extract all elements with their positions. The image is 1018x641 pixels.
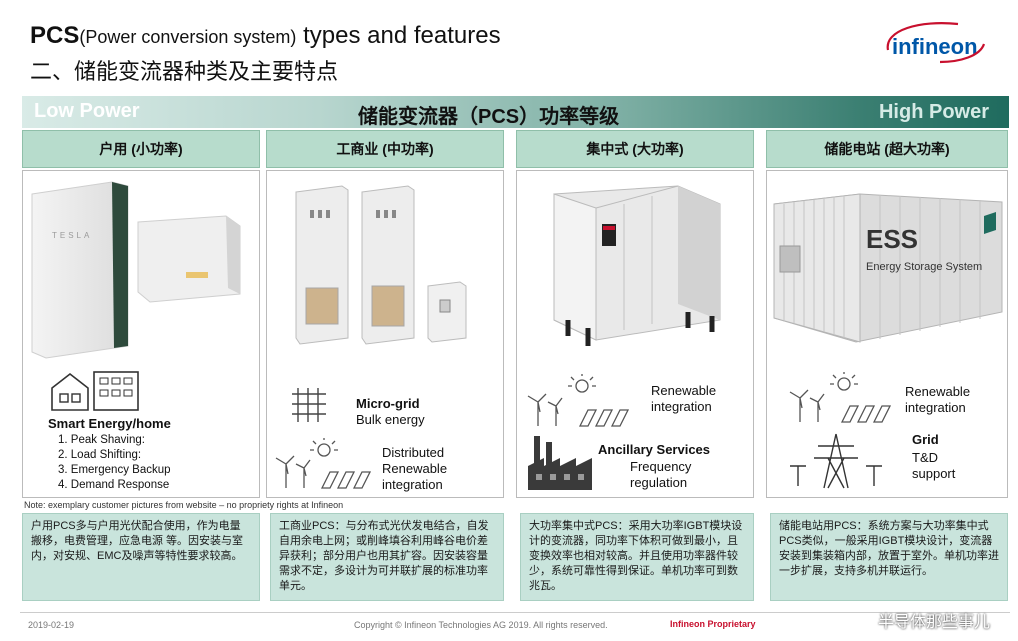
pylon-icon — [790, 433, 882, 489]
commercial-cabinet-image — [295, 185, 467, 345]
power-level-title: 储能变流器（PCS）功率等级 — [358, 106, 620, 128]
footer-divider — [20, 612, 1010, 613]
residential-battery-image: TESLA — [31, 181, 241, 359]
column-header-station: 储能电站 (超大功率) — [766, 130, 1008, 168]
watermark-text: 半导体那些事儿 — [878, 614, 991, 631]
infineon-logo: infineon — [886, 22, 986, 64]
column-header-centralized: 集中式 (大功率) — [516, 130, 754, 168]
title-paren: (Power conversion system) — [79, 27, 297, 47]
title-rest: types and features — [296, 22, 501, 49]
ess-subtitle: Energy Storage System — [866, 261, 982, 273]
column-header-residential: 户用 (小功率) — [22, 130, 260, 168]
tesla-logo-text: TESLA — [52, 231, 92, 240]
house-building-icon — [51, 371, 139, 411]
list-item: 4. Demand Response — [58, 479, 170, 491]
renewable-icon — [789, 372, 892, 423]
list-item: 3. Emergency Backup — [58, 464, 171, 476]
smart-energy-title: Smart Energy/home — [48, 416, 171, 431]
slide-subtitle-zh: 二、储能变流器种类及主要特点 — [30, 59, 339, 84]
microgrid-title: Micro-grid — [356, 396, 420, 411]
list-item: 1. Peak Shaving: — [58, 434, 145, 446]
ess-title: ESS — [866, 224, 918, 254]
power-level-bar: Low Power 储能变流器（PCS）功率等级 High Power — [22, 96, 1009, 128]
microgrid-sub: Bulk energy — [356, 412, 425, 427]
renewable-integration-label: Renewable integration — [905, 384, 971, 415]
footer-proprietary: Infineon Proprietary — [670, 619, 756, 629]
logo-text: infineon — [892, 34, 978, 59]
grid-title: Grid — [912, 432, 939, 447]
smart-energy-list: 1. Peak Shaving: 2. Load Shifting: 3. Em… — [58, 433, 171, 493]
image-rights-note: Note: exemplary customer pictures from w… — [24, 500, 344, 510]
factory-icon — [528, 436, 592, 490]
distributed-renewable-label: Distributed Renewable integration — [382, 445, 448, 492]
grid-icon — [292, 388, 326, 422]
high-power-label: High Power — [878, 101, 989, 123]
list-item: 2. Load Shifting: — [58, 449, 142, 461]
low-power-label: Low Power — [34, 100, 140, 122]
renewable-icon — [527, 374, 630, 427]
slide-title: PCS(Power conversion system) types and f… — [30, 22, 501, 50]
td-support-label: T&D support — [912, 450, 956, 481]
description-centralized: 大功率集中式PCS：采用大功率IGBT模块设计的变流器，同功率下体积可做到最小，… — [520, 513, 754, 601]
footer-date: 2019-02-19 — [28, 620, 75, 630]
renewable-integration-label: Renewable integration — [651, 383, 717, 414]
ess-container-image: ESS Energy Storage System — [773, 193, 1003, 343]
description-residential: 户用PCS多与户用光伏配合使用，作为电量搬移，电费管理，应急电源 等。因安装与室… — [22, 513, 260, 601]
wind-solar-icon — [275, 438, 372, 489]
ancillary-services-title: Ancillary Services — [598, 442, 711, 457]
column-header-commercial: 工商业 (中功率) — [266, 130, 504, 168]
central-inverter-image — [553, 185, 721, 346]
footer-copyright: Copyright © Infineon Technologies AG 201… — [354, 620, 608, 630]
title-bold: PCS — [30, 22, 80, 49]
description-commercial: 工商业PCS：与分布式光伏发电结合，自发自用余电上网；或削峰填谷利用峰谷电价差异… — [270, 513, 504, 601]
description-station: 储能电站用PCS：系统方案与大功率集中式PCS类似，一般采用IGBT模块设计，变… — [770, 513, 1008, 601]
frequency-regulation-label: Frequency regulation — [630, 459, 692, 490]
